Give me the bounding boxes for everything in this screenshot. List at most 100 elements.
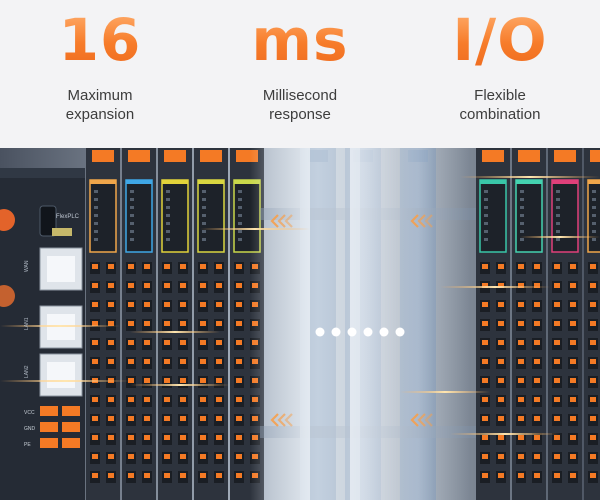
stat-caption: Flexible combination — [459, 87, 541, 123]
module-led — [202, 206, 206, 209]
module-color-stripe — [516, 180, 542, 184]
module-display — [89, 179, 117, 253]
terminal-push-button — [518, 302, 524, 307]
stat-response: ms Millisecond response — [200, 8, 400, 124]
module-led — [202, 238, 206, 241]
terminal-push-button — [236, 359, 242, 364]
terminal-pin — [62, 422, 80, 432]
stat-caption: Maximum expansion — [65, 87, 135, 123]
port-label: LAN2 — [24, 365, 30, 378]
terminal-push-button — [164, 416, 170, 421]
terminal-push-button — [216, 359, 222, 364]
chevron-arrow — [424, 413, 433, 427]
terminal-push-button — [482, 397, 488, 402]
terminal-push-button — [128, 359, 134, 364]
module-led — [202, 222, 206, 225]
terminal-push-button — [590, 302, 596, 307]
terminal-label: VCC — [24, 410, 35, 416]
terminal-push-button — [554, 416, 560, 421]
module-led — [520, 222, 524, 225]
terminal-push-button — [128, 321, 134, 326]
terminal-push-button — [590, 473, 596, 478]
chevron-arrow — [417, 214, 426, 228]
stat-value: 16 — [0, 8, 200, 72]
terminal-push-button — [590, 321, 596, 326]
module-led — [592, 198, 596, 201]
module-color-stripe — [234, 180, 260, 184]
terminal-push-button — [518, 264, 524, 269]
terminal-push-button — [498, 340, 504, 345]
stat-combination: I/O Flexible combination — [400, 8, 600, 124]
terminal-push-button — [554, 454, 560, 459]
terminal-push-button — [236, 435, 242, 440]
stat-value: ms — [200, 8, 400, 72]
terminal-push-button — [92, 416, 98, 421]
continuation-dot — [347, 327, 357, 337]
module-display — [515, 179, 543, 253]
terminal-push-button — [236, 416, 242, 421]
terminal-push-button — [498, 264, 504, 269]
terminal-push-button — [200, 264, 206, 269]
module-led — [484, 230, 488, 233]
terminal-push-button — [108, 340, 114, 345]
terminal-push-button — [92, 454, 98, 459]
module-led — [238, 214, 242, 217]
module-led — [130, 222, 134, 225]
terminal-push-button — [534, 378, 540, 383]
module-latch — [128, 150, 150, 162]
terminal-push-button — [236, 378, 242, 383]
module-led — [166, 214, 170, 217]
terminal-push-button — [128, 340, 134, 345]
terminal-push-button — [180, 283, 186, 288]
terminal-push-button — [570, 435, 576, 440]
module-color-stripe — [588, 180, 600, 184]
module-latch — [164, 150, 186, 162]
module-led — [130, 206, 134, 209]
module-led — [94, 238, 98, 241]
terminal-push-button — [180, 397, 186, 402]
module-display — [125, 179, 153, 253]
continuation-dot — [379, 327, 389, 337]
terminal-push-button — [128, 378, 134, 383]
terminal-push-button — [164, 435, 170, 440]
module-led — [556, 198, 560, 201]
module-led — [130, 190, 134, 193]
terminal-push-button — [164, 340, 170, 345]
terminal-push-button — [216, 416, 222, 421]
chevron-arrow — [284, 214, 293, 228]
module-led — [520, 238, 524, 241]
module-latch — [554, 150, 576, 162]
terminal-push-button — [482, 264, 488, 269]
terminal-push-button — [518, 454, 524, 459]
terminal-push-button — [180, 359, 186, 364]
terminal-push-button — [144, 454, 150, 459]
terminal-push-button — [570, 264, 576, 269]
chevron-arrow — [277, 413, 286, 427]
terminal-push-button — [128, 302, 134, 307]
terminal-push-button — [108, 302, 114, 307]
terminal-push-button — [92, 321, 98, 326]
module-led — [238, 206, 242, 209]
terminal-push-button — [144, 416, 150, 421]
terminal-push-button — [200, 283, 206, 288]
continuation-dot — [331, 327, 341, 337]
light-streak — [440, 286, 550, 288]
terminal-push-button — [554, 302, 560, 307]
stat-expansion: 16 Maximum expansion — [0, 8, 200, 124]
module-led — [166, 222, 170, 225]
port-label: LAN1 — [24, 317, 30, 330]
terminal-push-button — [164, 302, 170, 307]
module-led — [484, 198, 488, 201]
module-led — [202, 190, 206, 193]
module-led — [130, 230, 134, 233]
terminal-push-button — [180, 416, 186, 421]
terminal-pin — [40, 438, 58, 448]
module-led — [592, 222, 596, 225]
terminal-push-button — [92, 283, 98, 288]
terminal-push-button — [570, 416, 576, 421]
left-module-stack — [0, 148, 264, 500]
terminal-push-button — [108, 473, 114, 478]
terminal-push-button — [164, 397, 170, 402]
terminal-push-button — [164, 321, 170, 326]
